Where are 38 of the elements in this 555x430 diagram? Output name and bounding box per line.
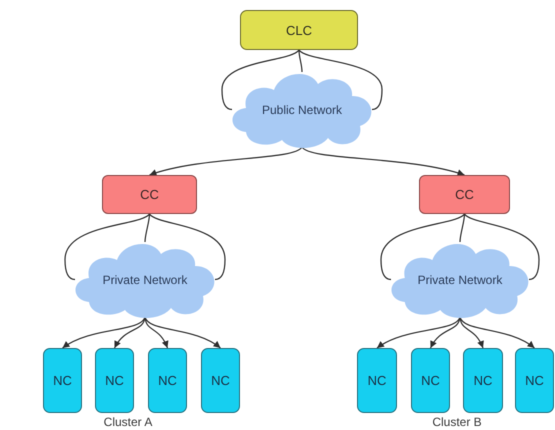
node-box: NC xyxy=(411,348,450,413)
connector-line xyxy=(149,214,226,280)
connector-arrow xyxy=(430,316,461,348)
cluster-label: Cluster A xyxy=(104,415,152,429)
connector-line xyxy=(459,214,466,242)
network-label: Private Network xyxy=(102,272,188,286)
cluster-label: Cluster B xyxy=(432,415,482,429)
controller-box: CC xyxy=(419,175,510,214)
connector-line xyxy=(298,50,303,72)
network-cloud xyxy=(75,242,215,317)
connector-arrow xyxy=(459,316,484,348)
connector-line xyxy=(144,214,150,242)
node-box: NC xyxy=(95,348,134,413)
node-box: NC xyxy=(201,348,240,413)
connector-line xyxy=(298,50,383,110)
connector-arrow xyxy=(149,146,302,176)
network-cloud xyxy=(232,72,372,147)
connector-arrow xyxy=(302,146,465,176)
node-box: NC xyxy=(357,348,397,413)
connector-line xyxy=(380,214,465,280)
network-cloud xyxy=(391,242,529,317)
connector-line xyxy=(464,214,540,280)
node-box: NC xyxy=(148,348,187,413)
connector-arrow xyxy=(114,316,146,348)
node-box: NC xyxy=(515,348,554,413)
connector-arrow xyxy=(62,316,146,348)
controller-box: CC xyxy=(102,175,197,214)
connector-arrow xyxy=(376,316,461,348)
connector-line xyxy=(221,50,300,110)
connector-arrow xyxy=(144,316,168,348)
controller-box: CLC xyxy=(240,10,358,50)
node-box: NC xyxy=(463,348,503,413)
network-label: Public Network xyxy=(262,102,342,116)
connector-arrow xyxy=(459,316,535,348)
network-label: Private Network xyxy=(418,272,502,286)
node-box: NC xyxy=(43,348,82,413)
connector-line xyxy=(64,214,150,280)
connector-arrow xyxy=(144,316,221,348)
